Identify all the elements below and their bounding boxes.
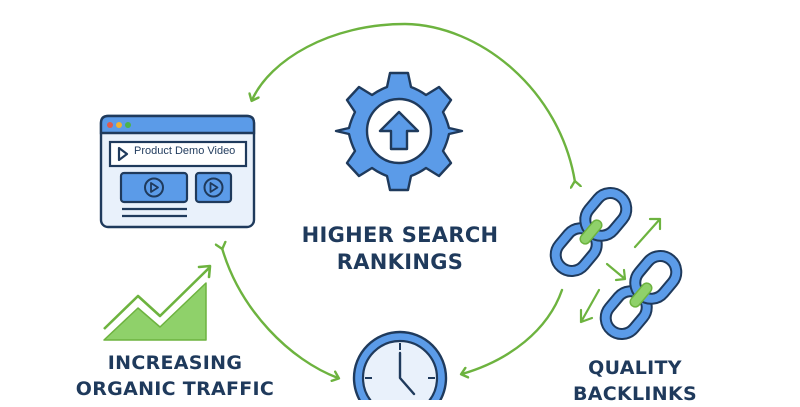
rising-chart-icon (103, 264, 212, 341)
chain-link-icon (549, 187, 683, 340)
traffic-label: INCREASING ORGANIC TRAFFIC (60, 350, 290, 402)
backlinks-label: QUALITY BACKLINKS (560, 355, 710, 407)
window-max-dot (125, 122, 131, 128)
small-arrow-icon (579, 288, 601, 324)
center-label: HIGHER SEARCH RANKINGS (290, 222, 510, 276)
center-label-line1: HIGHER SEARCH (301, 223, 499, 247)
arrow-top-arc (252, 22, 575, 182)
arrow-right-arc (462, 288, 564, 374)
traffic-label-line2: ORGANIC TRAFFIC (75, 378, 275, 400)
video-title-bar (108, 140, 248, 168)
small-arrow-icon (605, 262, 627, 282)
play-glyph-icon (117, 146, 129, 162)
traffic-label-line1: INCREASING (107, 352, 243, 374)
video-thumb-large (119, 171, 189, 204)
clock-icon (352, 330, 448, 400)
backlinks-label-line1: QUALITY (588, 357, 682, 379)
play-button-icon (150, 182, 159, 193)
gear-with-up-arrow-icon (334, 71, 464, 192)
cycle-arrows (222, 22, 575, 378)
up-arrow-icon (378, 110, 420, 151)
clock-hands (398, 351, 416, 396)
video-title-text: Product Demo Video (134, 145, 236, 157)
play-button-icon (209, 182, 219, 193)
window-min-dot (116, 122, 122, 128)
arrow-left-arc (222, 248, 338, 378)
backlinks-label-line2: BACKLINKS (572, 383, 698, 405)
window-close-dot (107, 122, 113, 128)
center-label-line2: RANKINGS (336, 250, 464, 274)
video-thumb-small (194, 171, 233, 204)
browser-window-video-icon (99, 114, 256, 229)
small-arrow-icon (633, 217, 662, 249)
